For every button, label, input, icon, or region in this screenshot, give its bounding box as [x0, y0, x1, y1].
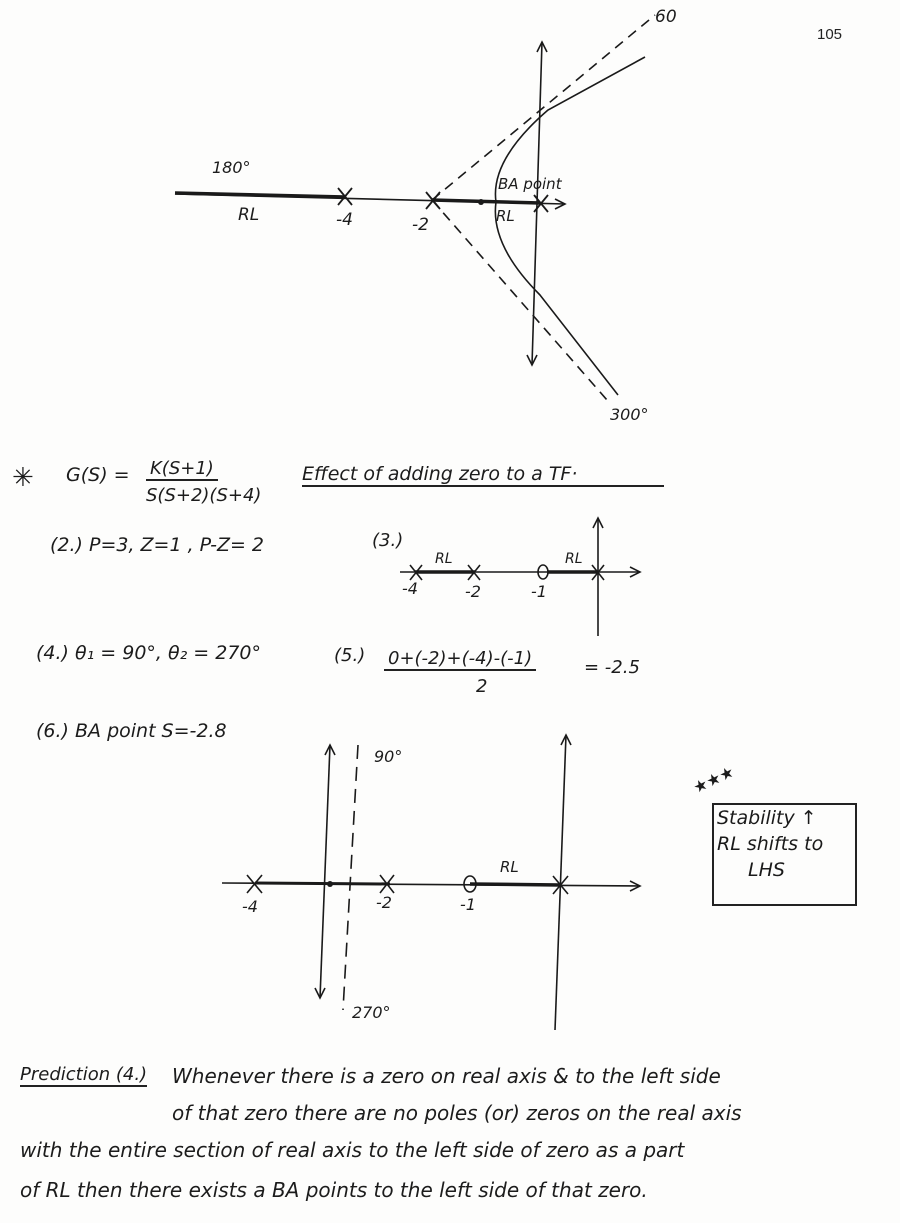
star-bullet-icon: ✳ [12, 463, 34, 493]
diagram2-rl-label: RL [500, 858, 519, 876]
diagram2-tick-2: -2 [376, 893, 392, 912]
step-4: (4.) θ₁ = 90°, θ₂ = 270° [36, 642, 261, 664]
rl-label-left: RL [238, 205, 259, 225]
prediction-line-3: with the entire section of real axis to … [20, 1138, 685, 1162]
step-6: (6.) BA point S=-2.8 [36, 720, 227, 742]
step-3-pole-zero-plot: RL RL -4 -2 -1 [400, 516, 642, 636]
note-line-1: Stability ↑ [717, 807, 817, 829]
root-locus-diagram-2: 90° 270° RL -4 -2 -1 [221, 733, 642, 1030]
asymptote-angle-270: 270° [352, 1003, 391, 1022]
note-line-2: RL shifts to [717, 833, 824, 855]
pole-label-4: -4 [336, 210, 353, 230]
prediction-line-2: of that zero there are no poles (or) zer… [172, 1101, 742, 1125]
asymptote-angle-60: 60 [655, 7, 677, 27]
note-line-3: LHS [748, 859, 785, 881]
tf-numerator: K(S+1) [146, 458, 218, 481]
prediction-line-1: Whenever there is a zero on real axis & … [172, 1064, 721, 1088]
prediction-line-4: of RL then there exists a BA points to t… [20, 1178, 648, 1202]
asymptote-angle-300: 300° [610, 405, 649, 424]
step-5-denominator: 2 [476, 676, 488, 697]
ba-point-label: BA point [498, 175, 563, 193]
pole-label-2: -2 [412, 215, 429, 235]
asymptote-angle-180: 180° [212, 158, 251, 177]
note-box: Stability ↑ RL shifts to LHS [712, 803, 857, 906]
asymptote-angle-90: 90° [374, 747, 402, 766]
page-number: 105 [817, 26, 843, 43]
step-5-numerator: 0+(-2)+(-4)-(-1) [384, 648, 537, 671]
step-3-tick-1: -1 [531, 582, 547, 601]
section-title: Effect of adding zero to a TF· [302, 463, 664, 487]
step-3-tick-4: -4 [402, 579, 418, 598]
diagram2-tick-1: -1 [460, 895, 476, 914]
step-5-result: = -2.5 [584, 657, 640, 678]
diagram2-tick-4: -4 [242, 897, 258, 916]
step-2: (2.) P=3, Z=1 , P-Z= 2 [50, 534, 265, 556]
step-3-tick-2: -2 [465, 582, 481, 601]
tf-denominator: S(S+2)(S+4) [146, 485, 262, 506]
rl-label-right: RL [496, 207, 515, 225]
step-3-rl-label-2: RL [565, 551, 583, 567]
tf-lhs: G(S) = [66, 464, 130, 486]
root-locus-diagram-1: 60 180° RL -4 -2 BA point RL 300° [174, 7, 677, 424]
step-5-label: (5.) [334, 645, 366, 666]
step-3-label: (3.) [372, 530, 404, 551]
step-3-rl-label-1: RL [435, 551, 453, 567]
prediction-heading: Prediction (4.) [20, 1064, 148, 1087]
